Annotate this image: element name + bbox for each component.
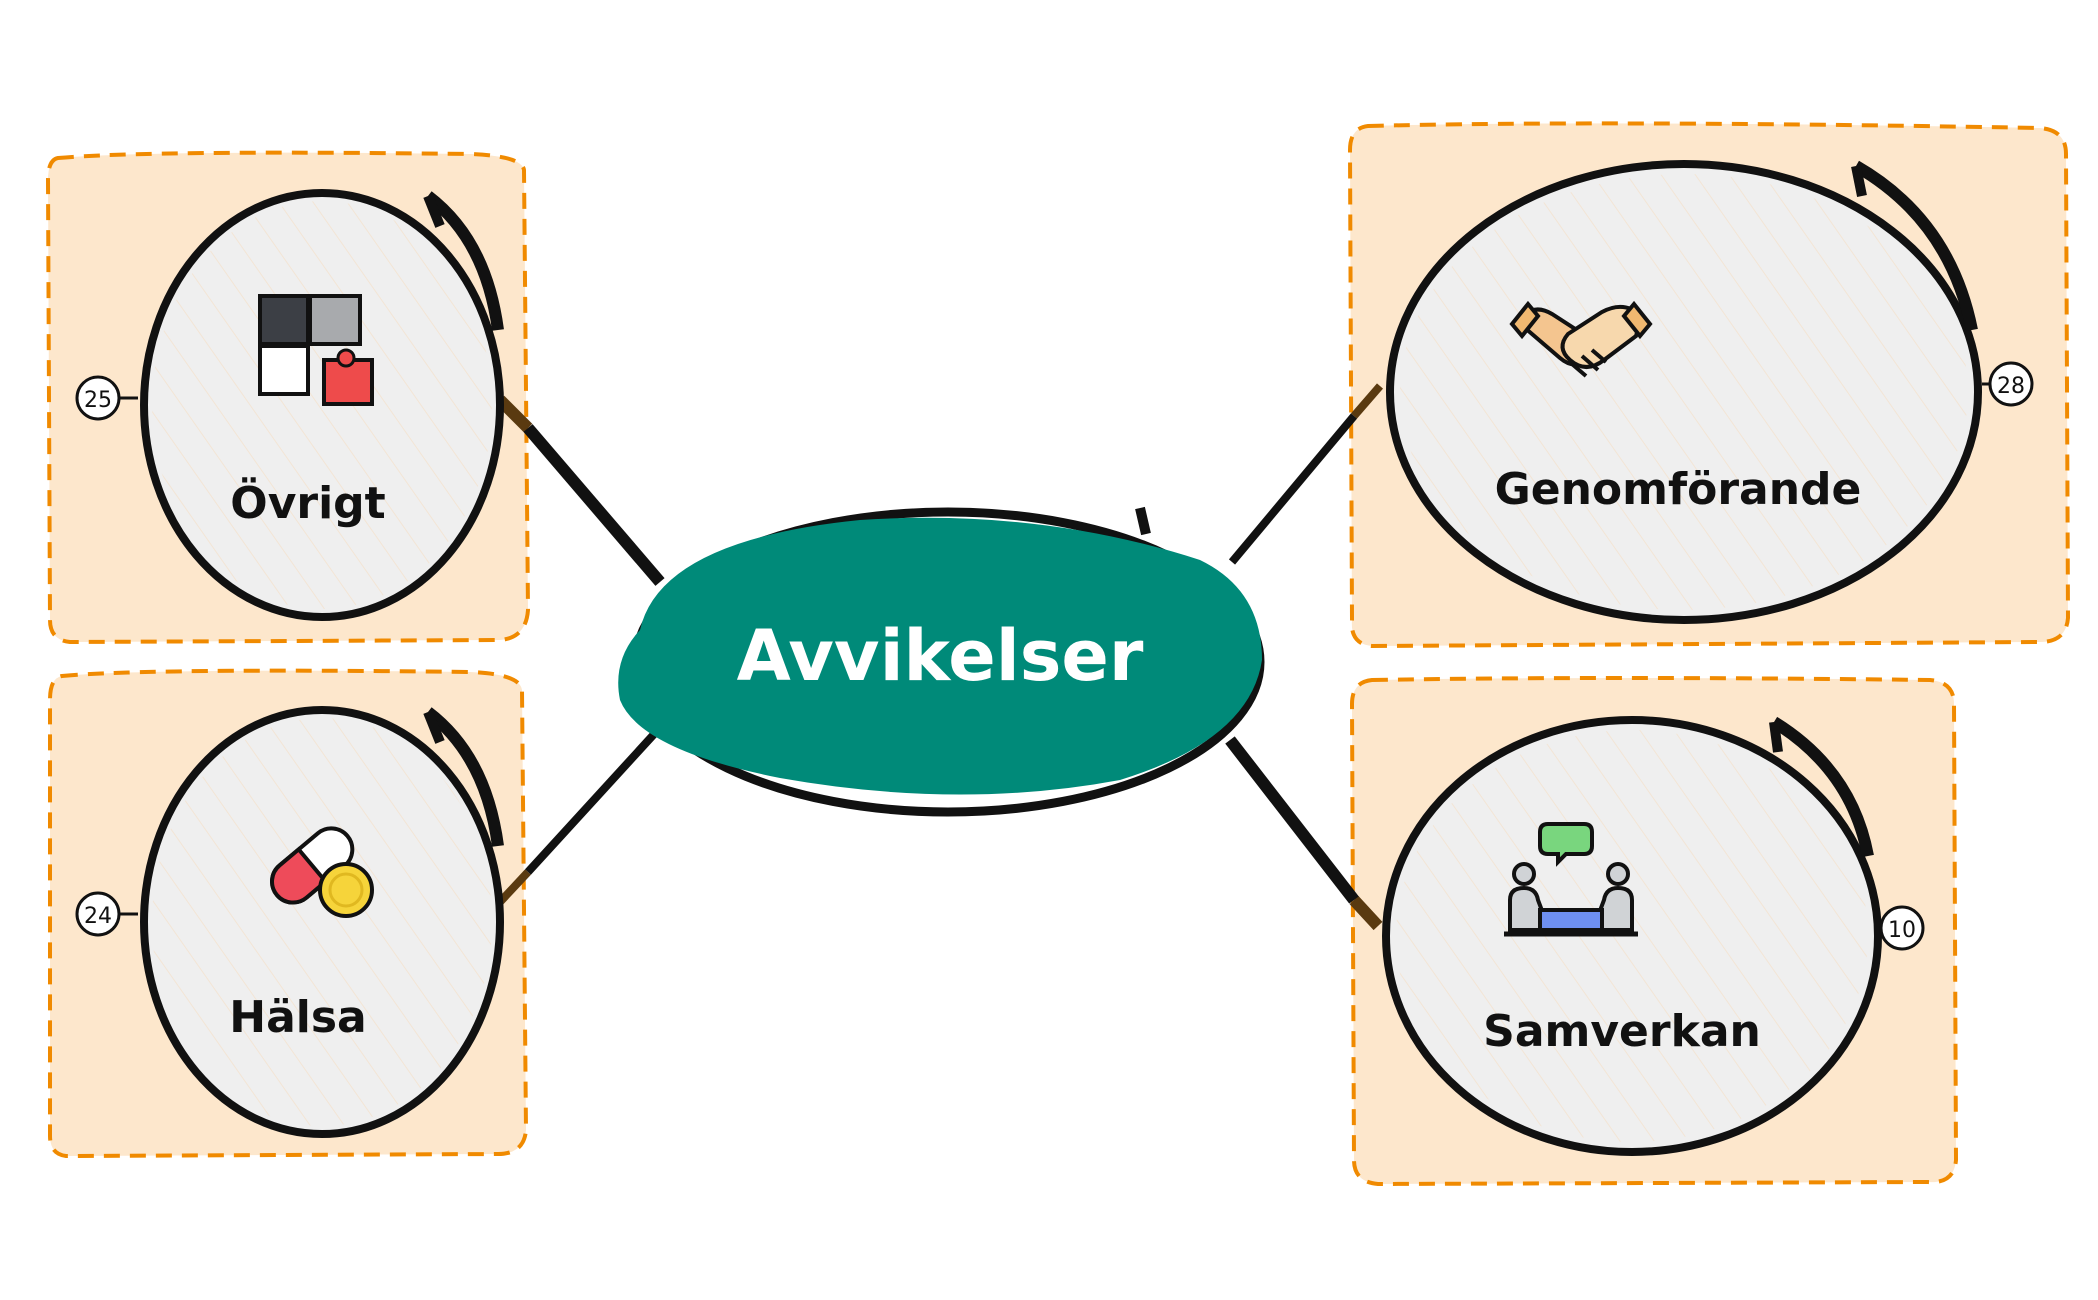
count-halsa: 24 (84, 904, 112, 929)
node-label-halsa: Hälsa (229, 992, 366, 1043)
count-samverkan: 10 (1888, 918, 1916, 943)
center-node[interactable]: Avvikelser (618, 506, 1265, 817)
node-genomforande[interactable]: Genomförande (1386, 160, 1982, 624)
meeting-icon (1504, 822, 1638, 937)
node-halsa[interactable]: Hälsa (140, 706, 504, 1138)
node-label-samverkan: Samverkan (1483, 1006, 1761, 1057)
count-genomforande: 28 (1997, 374, 2025, 399)
count-badge-genomforande: 28 (1982, 361, 2034, 407)
node-ovrigt[interactable]: Övrigt (140, 189, 504, 621)
connector-halsa (497, 729, 659, 905)
count-ovrigt: 25 (84, 388, 112, 413)
handshake-icon (1509, 300, 1653, 378)
pills-icon (270, 826, 374, 918)
node-label-genomforande: Genomförande (1495, 464, 1862, 515)
count-badge-ovrigt: 25 (75, 375, 138, 421)
center-label: Avvikelser (737, 615, 1144, 697)
puzzle-icon (258, 294, 374, 406)
count-badge-halsa: 24 (75, 891, 138, 937)
node-label-ovrigt: Övrigt (230, 476, 385, 529)
connector-ovrigt (495, 395, 665, 586)
node-samverkan[interactable]: Samverkan (1382, 716, 1882, 1156)
connector-genomforande (1228, 383, 1384, 565)
connector-samverkan (1225, 736, 1383, 931)
count-badge-samverkan: 10 (1874, 905, 1925, 951)
